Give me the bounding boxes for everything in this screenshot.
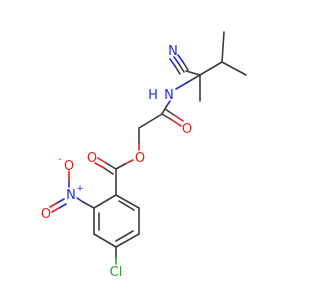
bond-nitro-o-dn-o2 <box>51 207 60 213</box>
structure-svg: N H N O O O O - N + O Cl <box>41 31 247 280</box>
atom-chlorine: Cl <box>110 265 123 280</box>
atom-o-nitro-charge: - <box>58 154 62 165</box>
bond-co-amide-o <box>171 119 182 127</box>
atom-n-amide: N <box>164 88 174 103</box>
bond-cest-o2-c <box>103 167 114 175</box>
bond-ch-me1 <box>221 31 225 63</box>
atom-n-nitro: N <box>66 188 76 203</box>
atom-o-ester: O <box>135 151 145 166</box>
atom-o-nitro: O <box>41 207 51 222</box>
bond-co-ch2 <box>138 113 163 129</box>
atom-o-amide: O <box>182 122 192 137</box>
bond-cest-o2-o <box>94 162 105 169</box>
bond-nh-co-n <box>165 100 171 108</box>
nitrile-triple-bond <box>169 54 189 75</box>
benzene-ring <box>93 194 140 248</box>
bond-ch-me2 <box>221 61 247 76</box>
bond-cq-nh-n <box>175 81 189 90</box>
bond-nitro-o-dn-o1 <box>49 202 58 208</box>
bond-cq-nh-c <box>187 74 201 83</box>
bond-nh-co-c <box>161 106 167 115</box>
bond-co-amide2-o <box>173 114 184 122</box>
bond-o-cest-c <box>115 163 126 170</box>
bond-co-amide2-c <box>164 108 175 116</box>
bond-co-amide-c <box>161 113 173 121</box>
bond-ring-nitro-n <box>76 197 84 203</box>
atom-o-ester-carbonyl: O <box>87 151 97 166</box>
atom-n-nitro-charge: + <box>76 184 84 194</box>
bond-nitro-o-dn-n2 <box>58 203 67 209</box>
bond-cq-cn <box>185 70 201 76</box>
bond-ring-nitro-c <box>82 201 95 209</box>
atom-nh-hydrogen: H <box>148 88 158 103</box>
bond-cq-ch <box>199 61 223 76</box>
atom-o-nitro-minus: O <box>64 159 74 174</box>
molecule-diagram: N H N O O O O - N + O Cl <box>41 31 247 280</box>
bond-cest-o1-o <box>97 157 107 164</box>
bond-o-cest-o <box>124 159 134 165</box>
bond-nitro-o-dn-n1 <box>56 198 65 204</box>
atom-n-cyano: N <box>168 44 178 59</box>
bond-cest-o1-c <box>105 162 117 170</box>
